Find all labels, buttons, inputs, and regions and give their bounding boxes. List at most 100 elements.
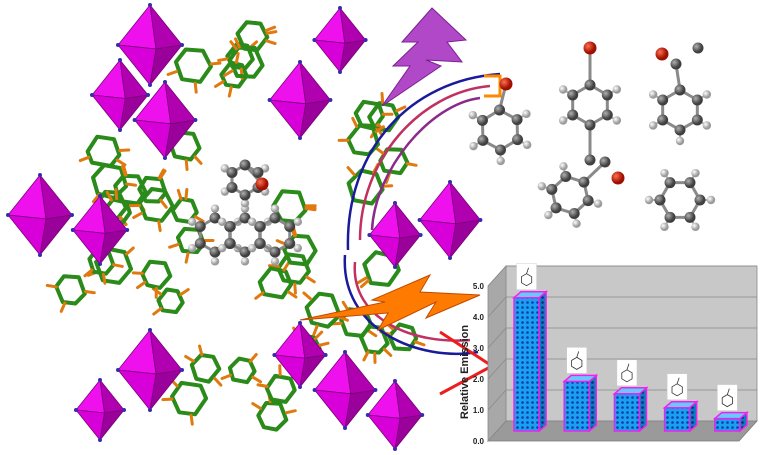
- hydrogen-atom: [558, 116, 568, 125]
- framework-tip: [120, 165, 127, 177]
- chart-y-ticks: 0.01.02.03.04.05.0: [473, 282, 485, 446]
- chart-bar-side: [638, 386, 648, 433]
- metal-polyhedron: [6, 173, 74, 257]
- carbon-atom: [494, 104, 506, 116]
- framework-tip: [184, 159, 189, 172]
- guest-molecules: [468, 41, 716, 232]
- framework-ring: [276, 252, 311, 285]
- chart-bar-side: [538, 290, 547, 433]
- y-tick-label: 2.0: [473, 375, 485, 384]
- chart-bar-top: [562, 374, 599, 383]
- framework-tip: [234, 37, 241, 49]
- hydrogen-atom: [210, 204, 220, 213]
- carbon-atom: [239, 159, 251, 171]
- excitation-lightning-bolt-icon: [381, 7, 468, 107]
- framework-tip: [405, 162, 418, 167]
- chart-gridline-side: [487, 296, 507, 318]
- framework-tip: [356, 276, 368, 285]
- framework-tip: [293, 282, 297, 295]
- framework-tip: [132, 211, 144, 220]
- framework-ring: [156, 287, 185, 315]
- hydrogen-atom: [293, 217, 303, 227]
- metal-polyhedra: [6, 3, 483, 451]
- hydrogen-atom: [702, 121, 712, 130]
- framework-tip: [158, 169, 167, 180]
- carbon-atom: [601, 89, 613, 101]
- framework-tip: [152, 307, 163, 316]
- chart-bar-front: [613, 393, 641, 432]
- bar-structure-inset: [666, 373, 688, 400]
- hydrogen-atom: [644, 195, 654, 205]
- guest-arc-mid: [358, 84, 491, 241]
- chart-side-wall: [487, 264, 507, 443]
- hydrogen-atom: [187, 243, 197, 253]
- chart-bar: [712, 410, 749, 433]
- framework-ring: [256, 401, 289, 432]
- framework-tip: [220, 373, 232, 381]
- framework-tip: [78, 155, 91, 163]
- metal-polyhedron: [90, 58, 150, 132]
- carbon-atom: [691, 94, 703, 106]
- chart-gridline-side: [487, 389, 507, 411]
- hydrogen-atom: [496, 156, 505, 166]
- hydrogen-atom: [660, 168, 669, 178]
- hydrogen-atom: [523, 140, 532, 150]
- carbon-atom: [209, 212, 221, 224]
- hydrogen-atom: [247, 217, 257, 227]
- carbon-atom: [692, 42, 704, 54]
- oxygen-atom: [255, 177, 269, 191]
- framework-tip: [227, 85, 233, 98]
- carbon-atom: [254, 238, 266, 249]
- framework-tip: [381, 184, 394, 188]
- chart-bar-front: [513, 296, 540, 432]
- framework-tip: [115, 158, 127, 167]
- framework-cluster: [45, 238, 190, 316]
- framework-tip: [359, 279, 370, 289]
- bar-structure-inset: [717, 384, 738, 411]
- carbon-atom: [670, 58, 682, 70]
- carbon-atom: [284, 221, 296, 232]
- carbon-atom: [511, 114, 523, 126]
- hydrogen-atom: [270, 257, 280, 266]
- framework-tip: [337, 315, 349, 322]
- hydrogen-atom: [240, 257, 250, 266]
- framework-ring: [346, 168, 385, 206]
- carbon-atom: [494, 144, 506, 156]
- chart-gridline-side: [487, 420, 507, 442]
- framework-cluster: [161, 344, 297, 432]
- y-tick-label: 0.0: [473, 437, 485, 446]
- carbon-atom: [226, 167, 238, 178]
- molecule: [468, 77, 532, 166]
- hydrogen-atom: [293, 243, 303, 253]
- hydrogen-atom: [559, 162, 568, 171]
- relative-emission-chart: 0.01.02.03.04.05.0 Relative Emission: [459, 263, 758, 446]
- channel-guest-molecule: [187, 159, 303, 266]
- carbon-atom: [550, 202, 562, 214]
- framework-tip: [193, 215, 205, 223]
- hydrogen-atom: [558, 85, 568, 94]
- framework-tip: [184, 354, 195, 363]
- molecule: [220, 159, 270, 208]
- carbon-atom: [194, 238, 206, 249]
- bar-structure-inset: [516, 263, 537, 290]
- framework-tip: [248, 352, 258, 363]
- framework-tip: [275, 239, 288, 246]
- metal-polyhedron: [116, 328, 184, 412]
- carbon-atom: [224, 238, 236, 249]
- framework-tip: [131, 271, 144, 275]
- framework-tip: [312, 324, 319, 336]
- carbon-atom: [664, 211, 676, 223]
- guest-arc-inner: [370, 96, 481, 231]
- framework-tip: [264, 25, 277, 33]
- chart-bar: [562, 373, 599, 433]
- oxygen-atom: [499, 77, 513, 91]
- framework-tip: [168, 242, 180, 249]
- framework-tip: [413, 340, 426, 347]
- framework-tip: [157, 220, 162, 232]
- framework-tip: [282, 260, 291, 272]
- hydrogen-atom: [675, 136, 685, 146]
- metal-polyhedron: [312, 350, 378, 430]
- framework-tip: [380, 92, 385, 105]
- framework-tip: [286, 290, 298, 299]
- framework-tip: [265, 30, 278, 35]
